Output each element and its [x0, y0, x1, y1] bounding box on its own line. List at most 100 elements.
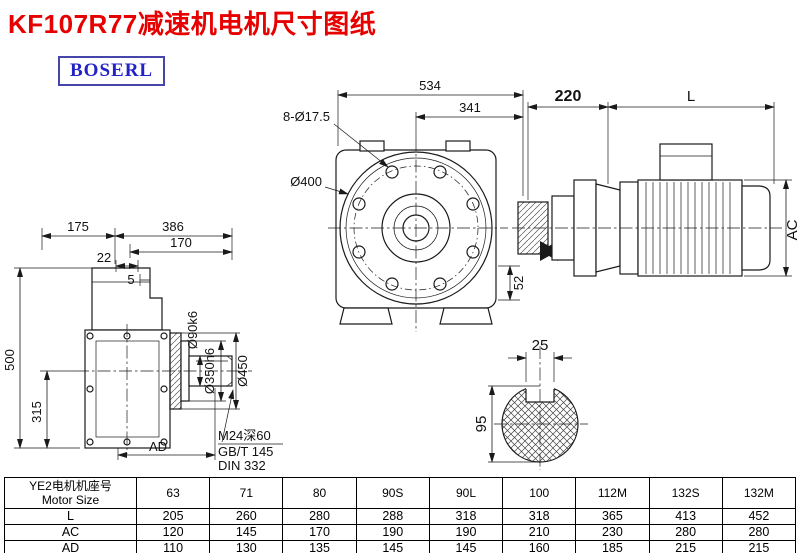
- left-view-dimensions: 175 386 170 22 5 500 315 Ø90k6: [2, 219, 283, 473]
- size-col-header: 80: [282, 477, 357, 509]
- terminal-box: [659, 143, 713, 181]
- housing-lug: [359, 140, 385, 152]
- dim-175: 175: [67, 219, 89, 234]
- size-col-header: 63: [135, 477, 211, 509]
- page-title: KF107R77减速机电机尺寸图纸: [8, 9, 377, 39]
- table-cell: 145: [428, 540, 504, 553]
- table-cell: 365: [575, 508, 650, 525]
- size-col-header: 132M: [721, 477, 797, 509]
- dim-386: 386: [162, 219, 184, 234]
- dim-341: 341: [459, 100, 481, 115]
- table-row-l: L 205 260 280 288 318 318 365 413 452: [4, 508, 797, 525]
- table-cell: 280: [282, 508, 357, 525]
- table-cell: 215: [648, 540, 723, 553]
- bolt-hole: [86, 438, 94, 446]
- bolt-hole: [466, 245, 480, 259]
- bolt-hole: [86, 332, 94, 340]
- corner-label-en: Motor Size: [41, 493, 100, 507]
- table-corner-cell: YE2电机机座号 Motor Size: [4, 477, 137, 509]
- size-col-header: 90L: [428, 477, 504, 509]
- thread-note: M24深60: [218, 428, 271, 443]
- dim-500: 500: [2, 349, 17, 371]
- dim-52: 52: [511, 276, 526, 290]
- size-col-header: 112M: [575, 477, 650, 509]
- dim-ac: AC: [784, 219, 800, 240]
- logo-text: BOSERL: [70, 60, 154, 81]
- dim-ad: AD: [149, 439, 167, 454]
- bolt-hole: [86, 385, 94, 393]
- corner-label-cn: YE2电机机座号: [29, 479, 112, 493]
- gearbox-front-view: [328, 138, 508, 332]
- table-cell: 318: [428, 508, 504, 525]
- table-cell: 185: [575, 540, 650, 553]
- table-cell: 205: [135, 508, 211, 525]
- housing-side: [84, 329, 171, 449]
- table-row-ad: AD 110 130 135 145 145 160 185 215 215: [4, 540, 797, 553]
- table-cell: 190: [355, 524, 430, 541]
- table-cell: 260: [209, 508, 284, 525]
- bolt-hole: [385, 165, 399, 179]
- dim-220: 220: [555, 88, 582, 105]
- table-cell: 135: [282, 540, 357, 553]
- shaft-section-dimensions: 25 95: [473, 337, 572, 463]
- front-view-dimensions: 534 341 8-Ø17.5 Ø400 52: [283, 78, 526, 301]
- bolt-hole: [433, 277, 447, 291]
- table-cell: 120: [135, 524, 211, 541]
- table-cell: 190: [428, 524, 504, 541]
- bolt-hole: [160, 332, 168, 340]
- bolt-holes-callout: 8-Ø17.5: [283, 109, 330, 124]
- dim-170: 170: [170, 235, 192, 250]
- table-cell: 413: [648, 508, 723, 525]
- table-cell: 288: [355, 508, 430, 525]
- dim-95: 95: [473, 416, 490, 433]
- dim-22: 22: [97, 250, 111, 265]
- flange-dia-label: Ø450: [235, 355, 250, 387]
- dim-25: 25: [532, 337, 549, 354]
- motor-size-table: YE2电机机座号 Motor Size 63 71 80 90S 90L 100…: [4, 477, 797, 553]
- output-shaft-section: [494, 346, 588, 470]
- dim-l: L: [687, 88, 695, 105]
- flange-dia-callout: Ø400: [290, 174, 322, 189]
- table-cell: 145: [355, 540, 430, 553]
- din-standard-note: DIN 332: [218, 458, 266, 473]
- foot-left: [339, 307, 393, 325]
- table-cell: 280: [721, 524, 797, 541]
- table-header-row: YE2电机机座号 Motor Size 63 71 80 90S 90L 100…: [4, 477, 797, 509]
- gb-standard-note: GB/T 145: [218, 444, 273, 459]
- dim-315: 315: [29, 401, 44, 423]
- row-label: L: [4, 508, 137, 525]
- row-label: AC: [4, 524, 137, 541]
- foot-right: [439, 307, 493, 325]
- table-cell: 230: [575, 524, 650, 541]
- bolt-hole: [352, 245, 366, 259]
- table-cell: 280: [648, 524, 723, 541]
- table-cell: 170: [282, 524, 357, 541]
- size-col-header: 71: [209, 477, 284, 509]
- bolt-hole: [466, 197, 480, 211]
- housing-lug: [445, 140, 471, 152]
- table-cell: 160: [502, 540, 577, 553]
- bolt-hole: [352, 197, 366, 211]
- table-cell: 210: [502, 524, 577, 541]
- motor-side-view: [512, 143, 782, 277]
- table-cell: 130: [209, 540, 284, 553]
- gearbox-left-view: [76, 267, 252, 454]
- dim-5: 5: [127, 272, 134, 287]
- boserl-logo: BOSERL: [58, 56, 166, 86]
- dim-534: 534: [419, 78, 441, 93]
- table-cell: 215: [721, 540, 797, 553]
- motor-dimensions: 220 L AC: [527, 88, 800, 277]
- table-cell: 318: [502, 508, 577, 525]
- table-cell: 145: [209, 524, 284, 541]
- size-col-header: 132S: [648, 477, 723, 509]
- row-label: AD: [4, 540, 137, 553]
- spigot-dia-label: Ø350h6: [202, 348, 217, 394]
- table-row-ac: AC 120 145 170 190 190 210 230 280 280: [4, 524, 797, 541]
- bolt-hole: [160, 438, 168, 446]
- size-col-header: 90S: [355, 477, 430, 509]
- bolt-hole: [160, 385, 168, 393]
- size-col-header: 100: [502, 477, 577, 509]
- table-cell: 110: [135, 540, 211, 553]
- bolt-hole: [433, 165, 447, 179]
